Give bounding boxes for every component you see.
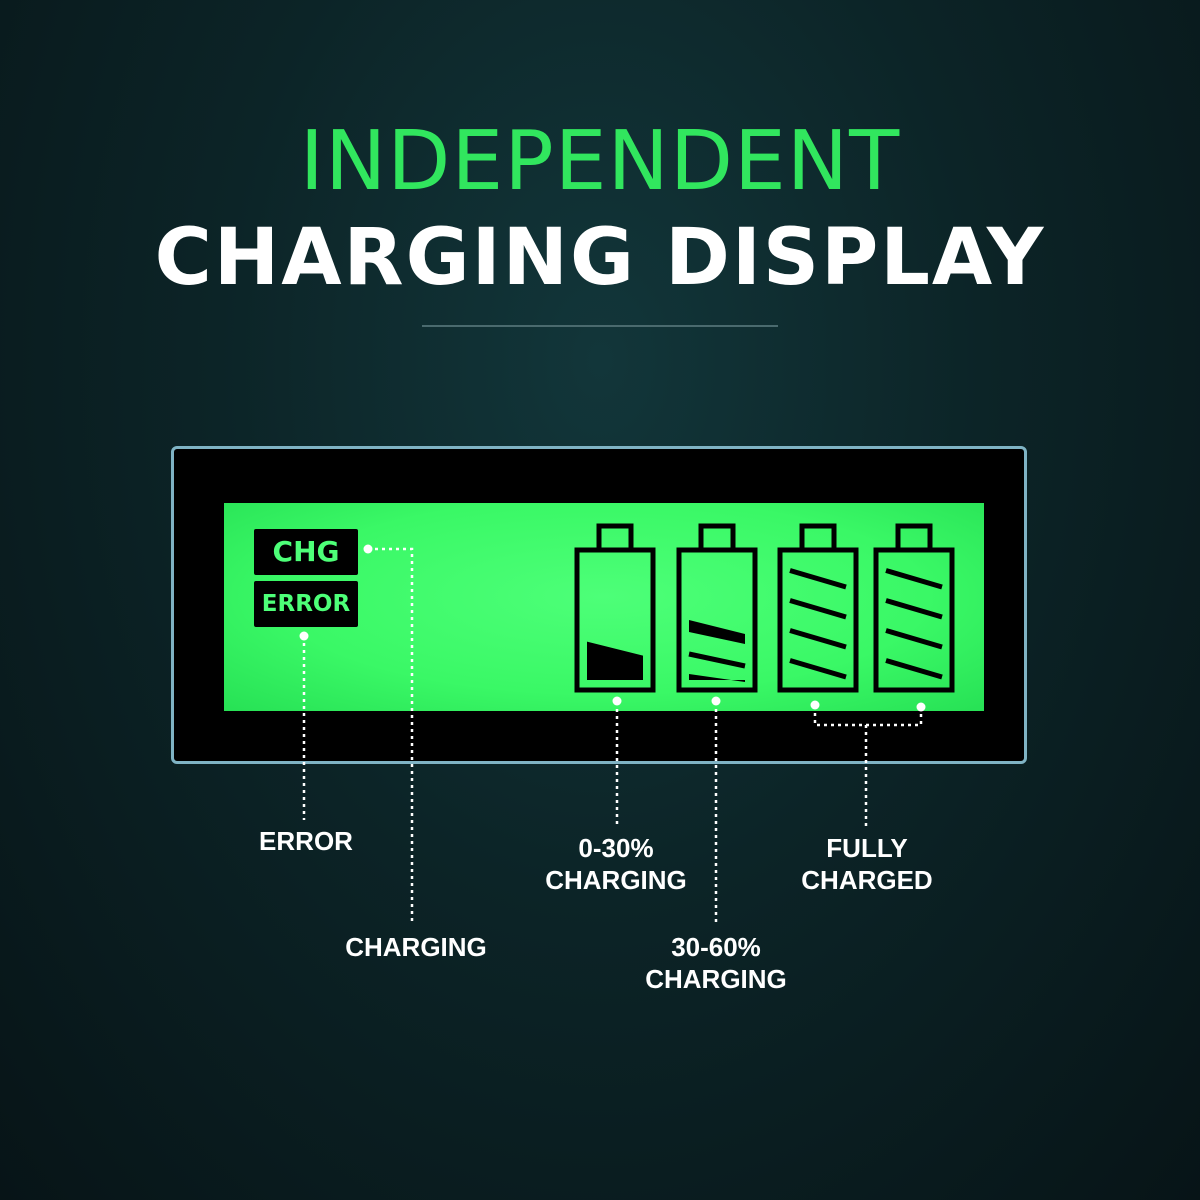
battery-fill-base bbox=[689, 674, 745, 682]
callout-error-text: ERROR bbox=[259, 826, 353, 856]
dot-full-a bbox=[810, 700, 820, 710]
callout-mid-line1: 30-60% bbox=[671, 932, 761, 962]
battery-cap bbox=[895, 523, 933, 553]
callout-error: ERROR bbox=[224, 825, 388, 857]
callout-full: FULLY CHARGED bbox=[767, 832, 967, 896]
leader-line-full bbox=[813, 706, 923, 828]
callout-charging-text: CHARGING bbox=[345, 932, 487, 962]
battery-cap bbox=[799, 523, 837, 553]
battery-stripe bbox=[789, 598, 847, 620]
leader-dots bbox=[299, 544, 926, 712]
heading-divider bbox=[422, 325, 778, 327]
battery-cap bbox=[596, 523, 634, 553]
battery-stripe bbox=[885, 628, 943, 650]
battery-cap bbox=[698, 523, 736, 553]
callout-low: 0-30% CHARGING bbox=[516, 832, 716, 896]
battery-stripe bbox=[789, 568, 847, 590]
heading-charging-display: CHARGING DISPLAY bbox=[154, 213, 1046, 303]
battery-icons bbox=[574, 523, 955, 693]
battery-icon-1 bbox=[574, 523, 656, 693]
callout-low-line1: 0-30% bbox=[578, 833, 654, 863]
dot-charging bbox=[363, 544, 373, 554]
battery-body bbox=[777, 547, 859, 693]
heading-independent: INDEPENDENT bbox=[299, 114, 901, 209]
battery-stripe bbox=[885, 598, 943, 620]
callout-charging: CHARGING bbox=[316, 931, 516, 963]
battery-stripe bbox=[885, 658, 943, 680]
battery-icon-3 bbox=[777, 523, 859, 693]
battery-stripe bbox=[885, 568, 943, 590]
battery-stripe bbox=[688, 651, 746, 669]
battery-stripe bbox=[789, 628, 847, 650]
dot-full-b bbox=[916, 702, 926, 712]
battery-stripe bbox=[789, 658, 847, 680]
leader-lines bbox=[302, 547, 923, 925]
chg-indicator: CHG bbox=[254, 529, 358, 575]
callout-low-line2: CHARGING bbox=[545, 865, 687, 895]
battery-fill-band bbox=[689, 620, 745, 644]
battery-icon-4 bbox=[873, 523, 955, 693]
leader-line-charging bbox=[368, 547, 414, 925]
dot-error bbox=[299, 631, 309, 641]
battery-body bbox=[873, 547, 955, 693]
dot-mid bbox=[711, 696, 721, 706]
battery-icon-2 bbox=[676, 523, 758, 693]
error-indicator: ERROR bbox=[254, 581, 358, 627]
callout-mid-line2: CHARGING bbox=[645, 964, 787, 994]
battery-fill bbox=[587, 641, 643, 680]
battery-body bbox=[676, 547, 758, 693]
callout-full-line1: FULLY bbox=[826, 833, 908, 863]
dot-low bbox=[612, 696, 622, 706]
callout-full-line2: CHARGED bbox=[801, 865, 933, 895]
callout-mid: 30-60% CHARGING bbox=[616, 931, 816, 995]
battery-body bbox=[574, 547, 656, 693]
